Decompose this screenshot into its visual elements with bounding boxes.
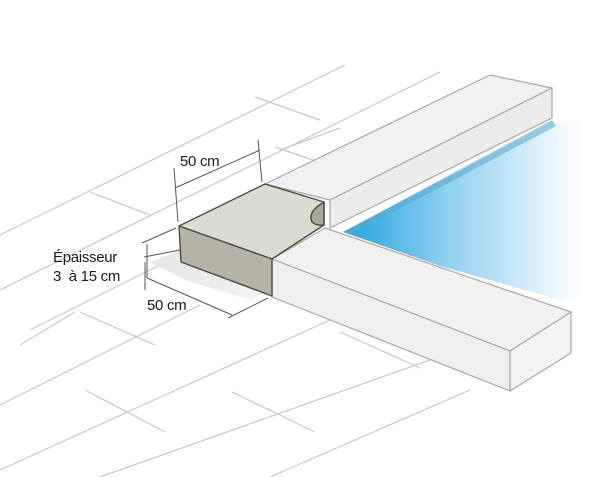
pavement-tiles: [0, 64, 471, 477]
pool-water-shadow: [343, 120, 556, 234]
pool-water: [343, 118, 600, 300]
thickness-label-line2: 3 à 15 cm: [53, 268, 120, 285]
stone-front-face: [178, 225, 273, 297]
dimension-lines: [141, 139, 269, 319]
stone-shadow: [150, 250, 272, 300]
depth-label: 50 cm: [147, 297, 186, 314]
top-width-label: 50 cm: [180, 153, 219, 170]
thickness-label-line1: Épaisseur: [53, 249, 117, 266]
front-coping: [271, 227, 572, 392]
stone-bullnose: [310, 201, 325, 226]
coping-stone: [178, 183, 325, 297]
back-coping: [264, 74, 553, 229]
